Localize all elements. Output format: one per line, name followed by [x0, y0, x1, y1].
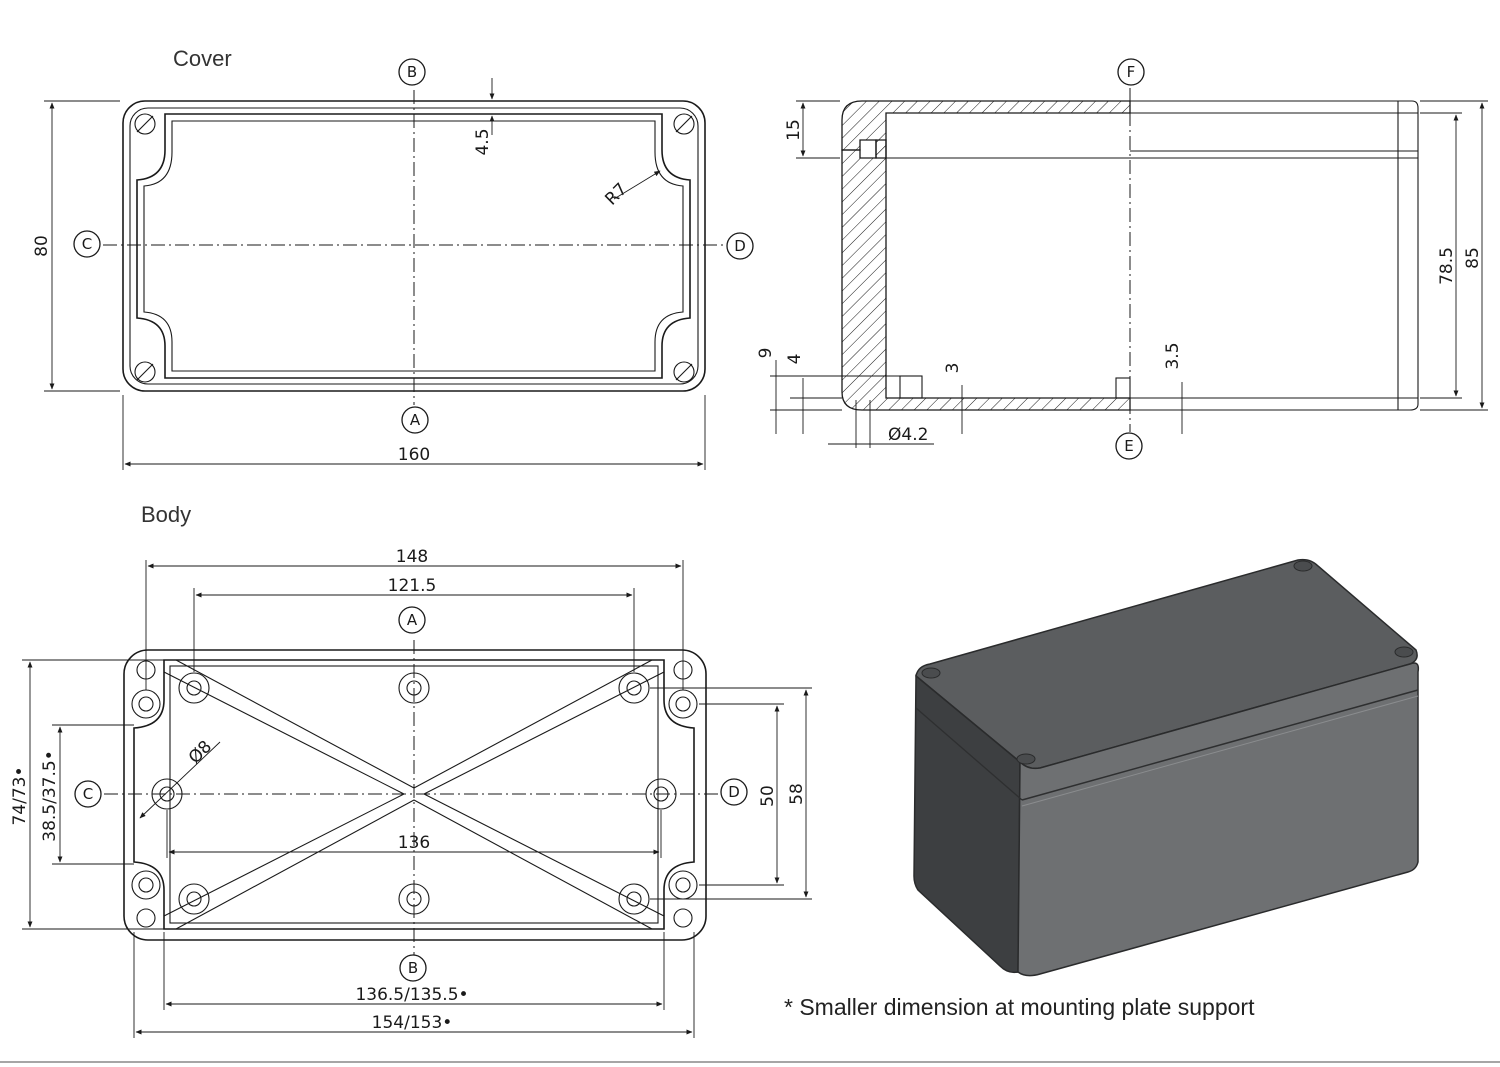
- dim-body-154: 154/153•: [372, 1013, 453, 1033]
- boss-top-right: [618, 672, 650, 704]
- body-outline: [123, 649, 707, 941]
- boss-bottom-left: [178, 883, 210, 915]
- mounting-boss-center: [1115, 377, 1131, 399]
- side-section-view: F E 15 85 78.5 9 4 3 3.5 Ø4.2: [756, 58, 1488, 460]
- boss-bottom-right: [618, 883, 650, 915]
- dim-cover-height: 80: [32, 235, 52, 257]
- svg-text:A: A: [407, 611, 418, 629]
- dim-side-9: 9: [756, 348, 776, 359]
- body-title: Body: [141, 502, 191, 527]
- box-lid-screw-3: [1394, 646, 1414, 658]
- ref-d-cover: D: [726, 232, 754, 260]
- dim-body-50: 50: [758, 785, 778, 807]
- side-outline: [1130, 100, 1419, 411]
- ref-e: E: [1115, 432, 1143, 460]
- box-lid-screw-2: [1293, 560, 1313, 572]
- box-front-face: [1017, 662, 1420, 977]
- svg-text:F: F: [1127, 63, 1136, 81]
- cover-screw-br: [673, 361, 695, 383]
- dim-body-136: 136: [398, 833, 430, 853]
- dim-body-74: 74/73•: [10, 766, 30, 825]
- dim-cover-wall: 4.5: [473, 128, 493, 155]
- dim-side-85: 85: [1463, 247, 1483, 269]
- body-screw-bl: [131, 870, 161, 928]
- body-view: Body A B C D 148 121.5: [10, 502, 812, 1038]
- box-lid-screw-1: [921, 667, 941, 679]
- dim-side-3-5: 3.5: [1163, 342, 1183, 369]
- section-body-wall: [841, 139, 1131, 411]
- dim-side-dia: Ø4.2: [888, 425, 928, 445]
- svg-text:D: D: [728, 783, 740, 801]
- cover-gasket-inner: [143, 120, 684, 372]
- svg-text:E: E: [1124, 437, 1133, 455]
- section-cover-wall: [841, 100, 1131, 159]
- body-inner-wall: [133, 659, 695, 930]
- box-left-face: [913, 674, 1021, 974]
- ref-c-body: C: [74, 780, 102, 808]
- dim-body-136-5: 136.5/135.5•: [355, 985, 468, 1005]
- ref-a-body: A: [398, 606, 426, 634]
- cover-title: Cover: [173, 46, 232, 71]
- dim-body-121-5: 121.5: [388, 576, 437, 596]
- dim-body-dia8: Ø8: [185, 737, 216, 768]
- ref-d-body: D: [720, 778, 748, 806]
- cover-view: Cover B A C D 80 160 4.5 R7: [32, 46, 754, 470]
- dim-side-3: 3: [943, 363, 963, 374]
- cover-screw-tr: [673, 113, 695, 135]
- box-lid-screw-4: [1016, 753, 1036, 765]
- cover-screw-bl: [134, 361, 156, 383]
- ref-b-top: B: [398, 58, 426, 86]
- svg-text:C: C: [83, 785, 93, 803]
- svg-text:A: A: [410, 411, 421, 429]
- ref-b-body: B: [399, 954, 427, 982]
- dim-body-58: 58: [787, 783, 807, 805]
- ref-f: F: [1117, 58, 1145, 86]
- dim-body-38-5: 38.5/37.5•: [40, 750, 60, 841]
- ref-a-cover: A: [401, 406, 429, 434]
- dim-side-4: 4: [785, 354, 805, 365]
- svg-text:C: C: [82, 235, 92, 253]
- dim-cover-radius: R7: [601, 179, 631, 209]
- box-lid-seam: [1021, 689, 1419, 801]
- footnote: * Smaller dimension at mounting plate su…: [784, 994, 1255, 1020]
- enclosure-3d-render: [913, 558, 1420, 977]
- dim-cover-width: 160: [398, 445, 430, 465]
- dim-side-78-5: 78.5: [1437, 247, 1457, 285]
- svg-text:B: B: [408, 959, 418, 977]
- boss-top-left: [178, 672, 210, 704]
- dim-body-148: 148: [396, 547, 428, 567]
- svg-text:D: D: [734, 237, 746, 255]
- svg-text:B: B: [407, 63, 417, 81]
- mounting-boss-left: [899, 375, 923, 399]
- ref-c-cover: C: [73, 230, 101, 258]
- dim-side-15: 15: [784, 119, 804, 141]
- cover-screw-tl: [134, 113, 156, 135]
- cover-gasket-groove: [136, 113, 691, 379]
